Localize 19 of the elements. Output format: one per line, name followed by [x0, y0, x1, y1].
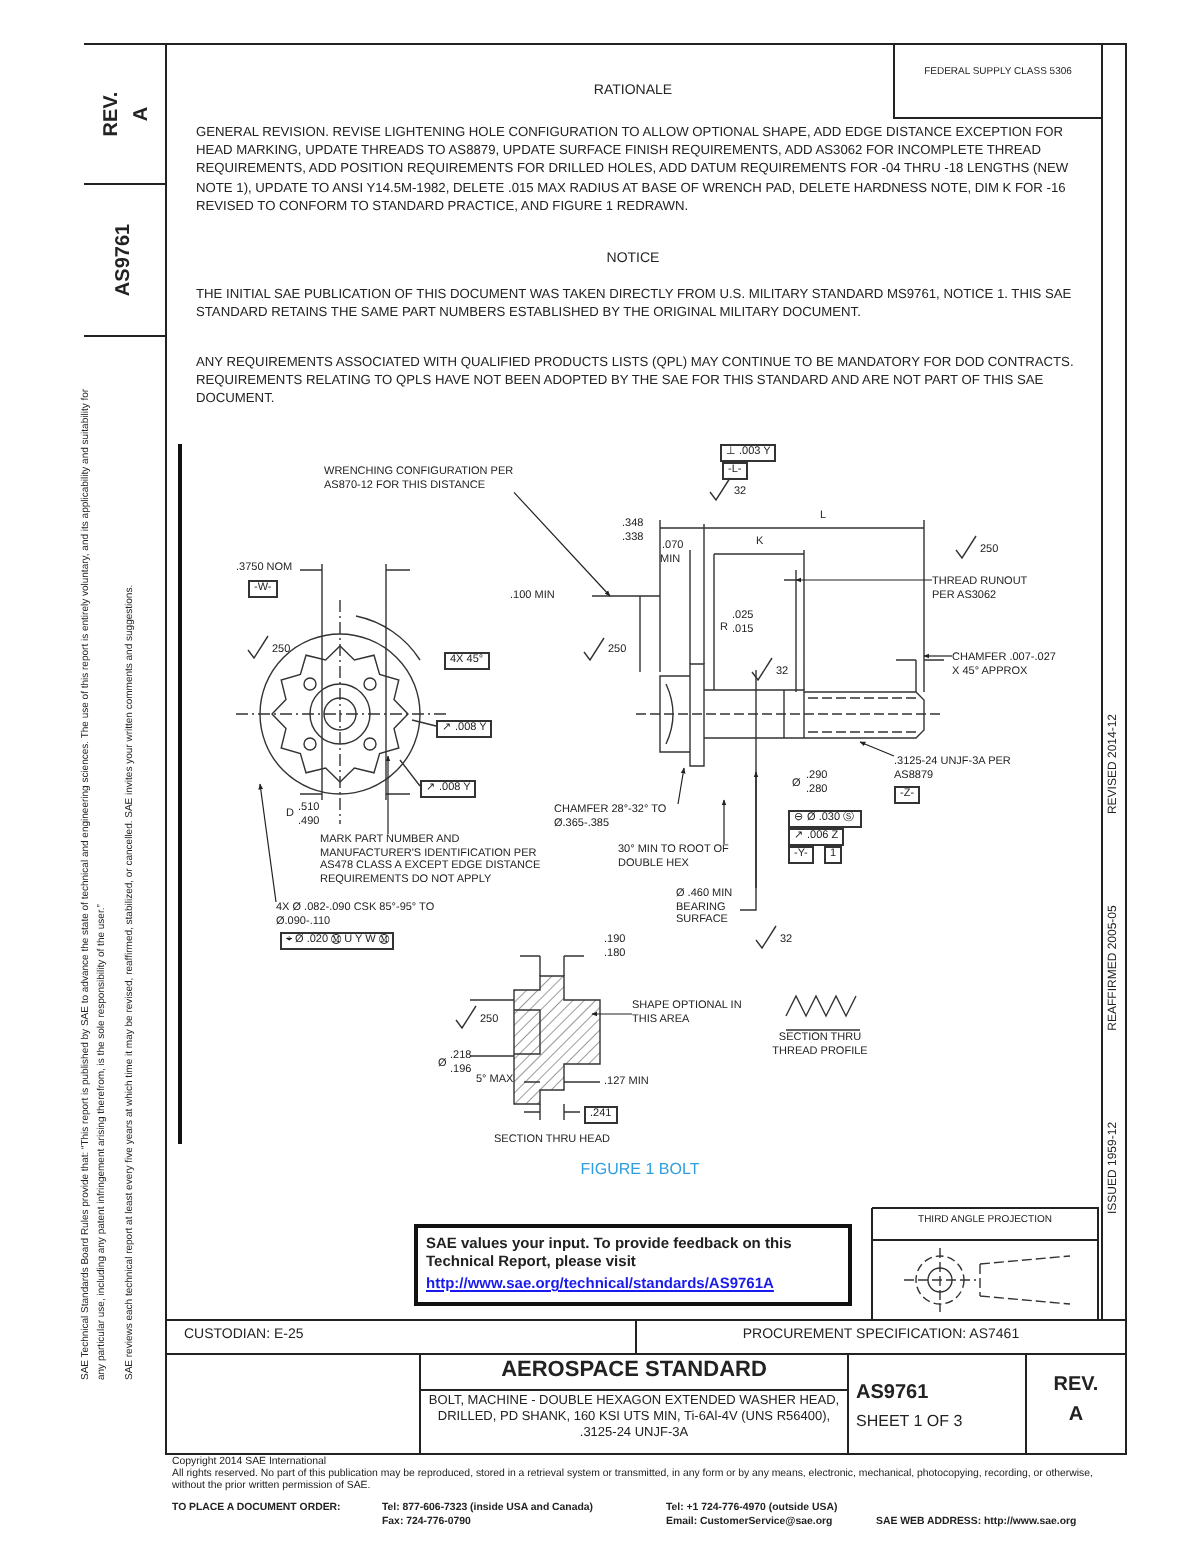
leader-line [753, 771, 759, 889]
document-number: AS9761 [856, 1382, 929, 1406]
leader-line [721, 799, 727, 845]
figure-caption: FIGURE 1 BOLT [578, 1160, 702, 1180]
document-number: AS9761 [113, 223, 135, 297]
leader-line [258, 783, 277, 903]
leader-line [923, 653, 953, 659]
leader-line [795, 577, 933, 583]
revision-label: REV. [101, 91, 123, 137]
revision-label: REV. [1051, 1374, 1101, 1398]
leader-line [385, 755, 391, 835]
leader-line [859, 741, 895, 757]
document-type: AEROSPACE STANDARD [499, 1358, 769, 1385]
leader-line [677, 767, 686, 805]
leader-line [513, 491, 611, 597]
revision-letter: A [1066, 1404, 1086, 1428]
revision-letter: A [131, 106, 153, 122]
leader-line [591, 1011, 633, 1017]
sheet-number: SHEET 1 OF 3 [856, 1412, 963, 1432]
